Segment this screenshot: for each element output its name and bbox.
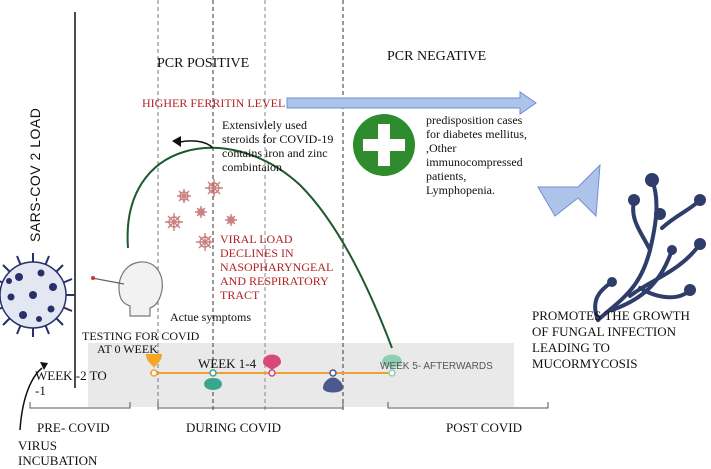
timeline-node-3 xyxy=(329,369,337,377)
pre-covid-label: PRE- COVID xyxy=(37,420,110,435)
marker-orange xyxy=(146,354,162,368)
patient-swab-icon xyxy=(91,261,163,317)
predisposition-line-5: patients, xyxy=(426,169,467,183)
incubation-arrow xyxy=(19,367,43,431)
viral-load-line-5: TRACT xyxy=(220,288,260,302)
virus-incubation-line-1: VIRUS xyxy=(18,438,58,453)
small-arrow-head xyxy=(172,136,181,147)
ferritin-arrow xyxy=(286,91,537,115)
bracket-post-covid xyxy=(387,402,549,409)
timeline-band xyxy=(88,343,514,407)
viral-load-line-4: AND RESPIRATORY xyxy=(220,274,329,288)
incubation-arrow-head xyxy=(40,362,48,370)
post-covid-label: POST COVID xyxy=(446,420,522,435)
timeline-node-4 xyxy=(388,369,396,377)
steroids-line-1: Extensivlely used xyxy=(222,118,307,132)
viral-load-line-3: NASOPHARYNGEAL xyxy=(220,260,334,274)
timeline-node-1 xyxy=(209,369,217,377)
pcr-positive-header: PCR POSITIVE xyxy=(157,56,250,71)
bracket-pre-covid xyxy=(29,402,131,409)
medical-cross-icon xyxy=(353,114,415,176)
y-axis-label: SARS-COV 2 LOAD xyxy=(27,107,43,242)
steroids-line-3: contains iron and zinc xyxy=(222,146,328,160)
ferritin-label: HIGHER FERRITIN LEVEL xyxy=(142,96,286,110)
pcr-negative-header: PCR NEGATIVE xyxy=(387,49,487,64)
marker-teal xyxy=(204,378,222,390)
fungal-line-1: PROMOTES THE GROWTH xyxy=(532,308,690,323)
steroids-line-2: steroids for COVID-19 xyxy=(222,132,334,146)
testing-line-1: TESTING FOR COVID xyxy=(82,329,200,343)
during-covid-label: DURING COVID xyxy=(186,420,281,435)
viral-load-line-2: DECLINES IN xyxy=(220,246,294,260)
week-minus2-line-1: WEEK -2 TO xyxy=(35,368,107,383)
predisposition-line-4: immunocompressed xyxy=(426,155,523,169)
fungal-line-2: OF FUNGAL INFECTION xyxy=(532,324,676,339)
week-minus2-line-2: -1 xyxy=(35,383,46,398)
small-curved-arrow xyxy=(179,140,214,149)
big-blue-arrow xyxy=(537,163,601,218)
fungus-icon xyxy=(593,173,706,322)
coronavirus-icon xyxy=(0,253,75,337)
predisposition-line-3: ,Other xyxy=(426,141,457,155)
marker-mint xyxy=(382,354,402,368)
steroids-line-4: combintaion xyxy=(222,160,282,174)
fungal-line-3: LEADING TO xyxy=(532,340,610,355)
timeline-node-2 xyxy=(268,369,276,377)
predisposition-line-6: Lymphopenia. xyxy=(426,183,495,197)
bracket-during-covid xyxy=(157,402,344,409)
viral-load-curve xyxy=(126,146,393,349)
predisposition-line-2: for diabetes mellitus, xyxy=(426,127,527,141)
marker-pink xyxy=(263,354,281,370)
testing-line-2: AT 0 WEEK xyxy=(97,342,158,356)
timeline-node-0 xyxy=(150,369,158,377)
fungal-line-4: MUCORMYCOSIS xyxy=(532,356,638,371)
actue-symptoms-label: Actue symptoms xyxy=(170,310,251,324)
virus-incubation-line-2: INCUBATION xyxy=(18,453,98,468)
week-5-label: WEEK 5- AFTERWARDS xyxy=(380,361,493,372)
predisposition-line-1: predisposition cases xyxy=(426,113,523,127)
week-1-4-label: WEEK 1-4 xyxy=(198,356,257,371)
virus-particles-icon xyxy=(165,179,237,251)
viral-load-line-1: VIRAL LOAD xyxy=(220,232,293,246)
marker-navy xyxy=(323,377,343,393)
